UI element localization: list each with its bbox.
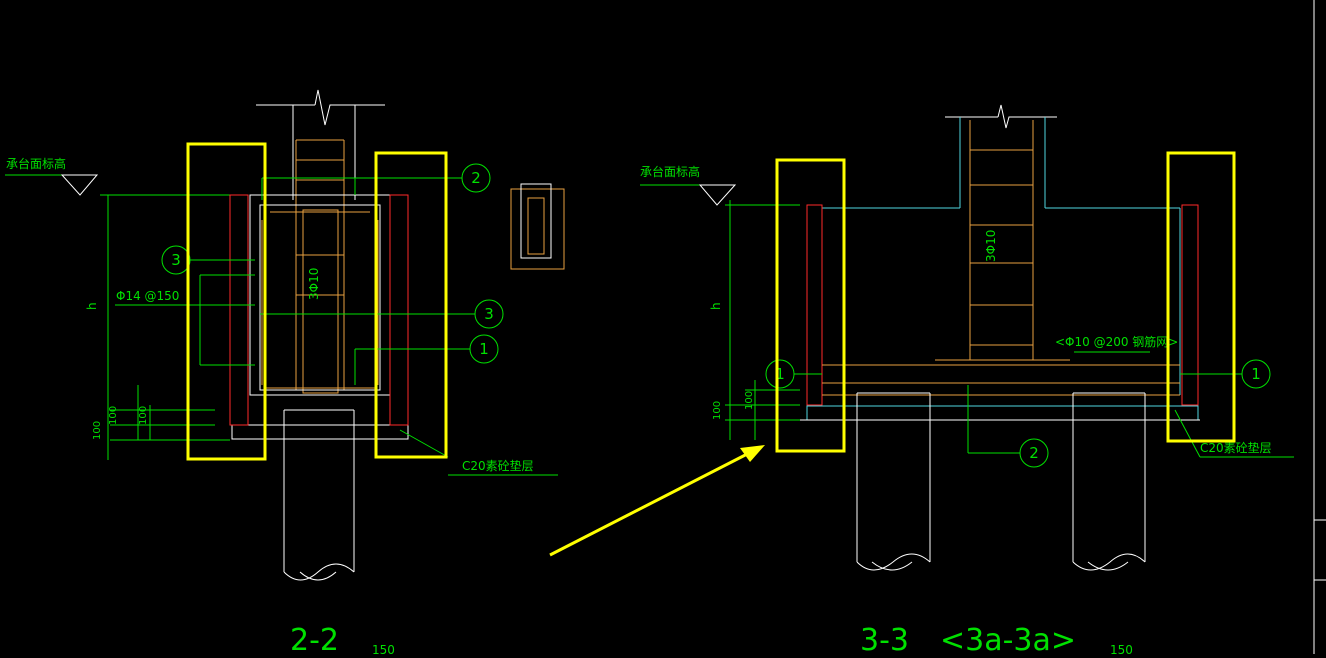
right-column-rebar-label: 3Φ10 — [984, 230, 998, 262]
right-cushion-label: C20素砼垫层 — [1200, 440, 1272, 455]
right-marker-2: 2 — [1019, 438, 1049, 468]
right-section-scale: 150 — [1110, 643, 1133, 654]
right-highlight-box-b — [1166, 151, 1236, 443]
left-elevation-label: 承台面标高 — [6, 156, 66, 171]
svg-text:1: 1 — [775, 365, 785, 383]
yellow-arrow-icon — [549, 445, 765, 557]
left-cushion-label: C20素砼垫层 — [462, 458, 534, 473]
right-section-title: 3-3 — [860, 623, 909, 654]
left-dim-100b: 100 — [108, 406, 119, 425]
right-dim-100a: 100 — [744, 391, 755, 410]
left-marker-2: 2 — [461, 163, 491, 193]
svg-text:3: 3 — [171, 251, 181, 269]
left-section-title: 2-2 — [290, 623, 339, 654]
left-section-scale: 150 — [372, 643, 395, 654]
left-dim-100a: 100 — [138, 406, 149, 425]
left-dim-100c: 100 — [92, 421, 103, 440]
left-marker-3b: 3 — [474, 299, 504, 329]
svg-text:2: 2 — [471, 169, 481, 187]
right-elevation-label: 承台面标高 — [640, 164, 700, 179]
left-marker-3a: 3 — [161, 245, 191, 275]
right-mesh-label: <Φ10 @200 钢筋网> — [1055, 334, 1178, 349]
left-rebar-label: Φ14 @150 — [116, 289, 179, 303]
section-2-2: 承台面标高 h 100 100 100 — [5, 89, 565, 658]
elevation-triangle-icon — [698, 184, 737, 206]
left-marker-1: 1 — [469, 334, 499, 364]
right-marker-1a: 1 — [765, 359, 795, 389]
svg-text:2: 2 — [1029, 444, 1039, 462]
elevation-triangle-icon — [60, 174, 99, 196]
left-highlight-box-b — [374, 151, 448, 459]
right-section-subtitle: <3a-3a> — [940, 623, 1076, 654]
left-column-rebar-label: 3Φ10 — [307, 268, 321, 300]
right-dim-100b: 100 — [712, 401, 723, 420]
svg-text:3: 3 — [484, 305, 494, 323]
left-dim-h: h — [85, 302, 99, 310]
section-3-3: 承台面标高 h 100 100 — [640, 104, 1294, 658]
left-highlight-box-a — [186, 142, 267, 461]
right-highlight-box-a — [775, 158, 846, 453]
svg-text:1: 1 — [479, 340, 489, 358]
svg-text:1: 1 — [1251, 365, 1261, 383]
right-dim-h: h — [709, 302, 723, 310]
right-marker-1b: 1 — [1241, 359, 1271, 389]
